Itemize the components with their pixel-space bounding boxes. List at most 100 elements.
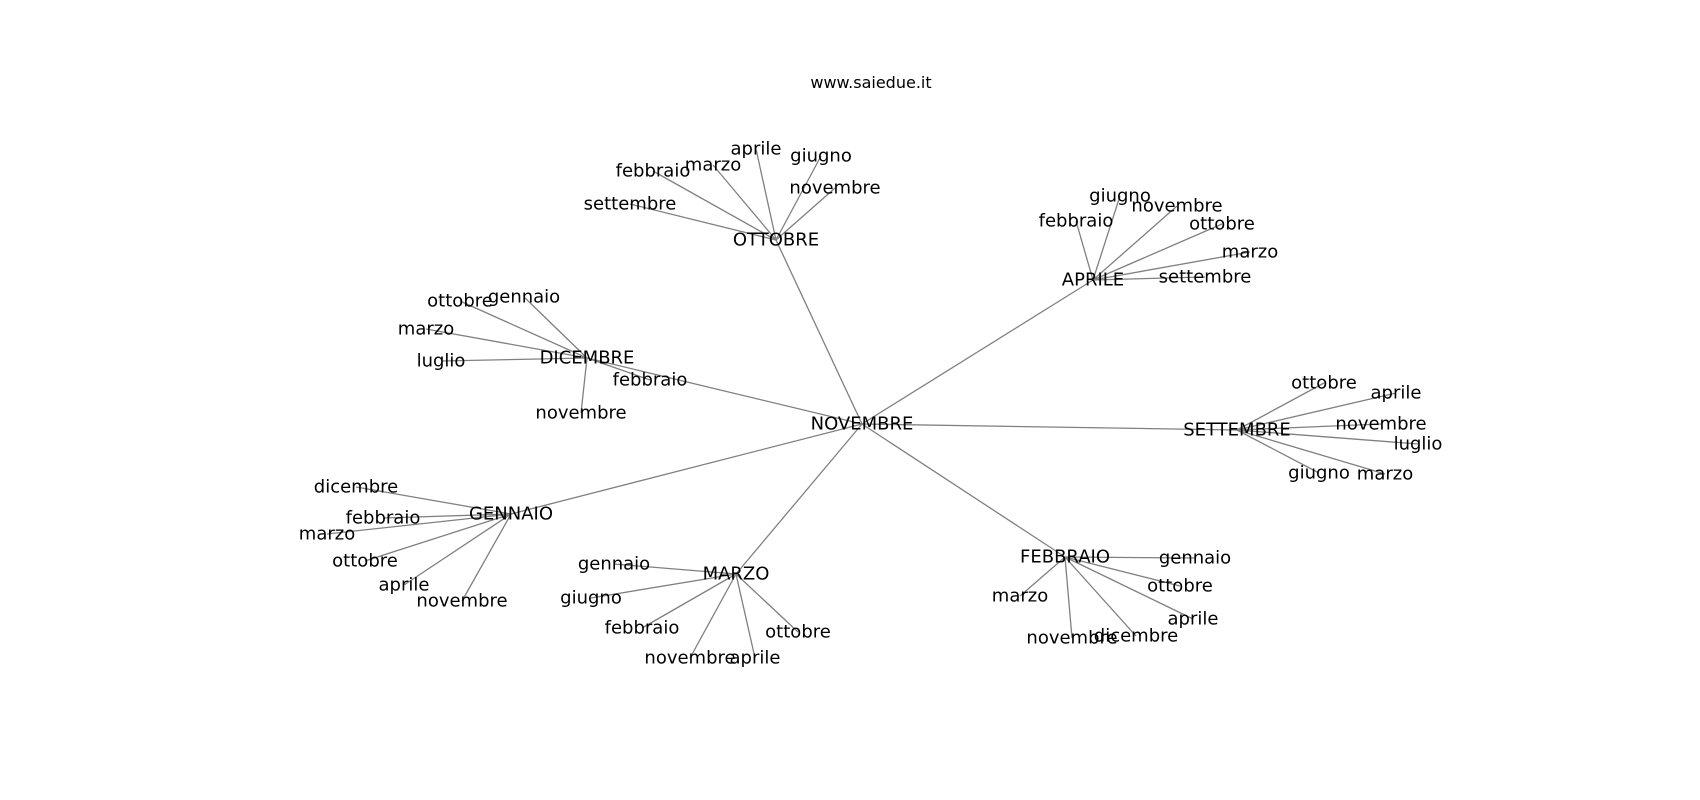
- leaf-node-settembre-aprile: aprile: [1371, 383, 1422, 404]
- leaf-node-febbraio-gennaio: gennaio: [1159, 548, 1231, 569]
- edge-marzo-febbraio: [641, 573, 737, 629]
- edge-gennaio-novembre: [461, 513, 512, 602]
- leaf-node-dicembre-gennaio: gennaio: [488, 287, 560, 308]
- edge-febbraio-aprile: [1064, 556, 1194, 620]
- edge-root-marzo: [735, 423, 863, 575]
- leaf-node-dicembre-marzo: marzo: [398, 319, 454, 340]
- leaf-node-dicembre-ottobre: ottobre: [427, 291, 493, 312]
- edge-aprile-febbraio: [1075, 220, 1094, 281]
- edge-settembre-aprile: [1236, 392, 1397, 431]
- leaf-node-settembre-ottobre: ottobre: [1291, 373, 1357, 394]
- leaf-node-febbraio-ottobre: ottobre: [1147, 576, 1213, 597]
- edge-gennaio-ottobre: [364, 513, 512, 562]
- edge-root-aprile: [861, 279, 1094, 425]
- edge-root-gennaio: [510, 423, 863, 515]
- leaf-node-aprile-marzo: marzo: [1222, 242, 1278, 263]
- edge-settembre-luglio: [1236, 429, 1419, 445]
- leaf-node-febbraio-dicembre: dicembre: [1094, 626, 1178, 647]
- leaf-node-marzo-febbraio: febbraio: [605, 618, 680, 639]
- edge-settembre-marzo: [1236, 429, 1386, 475]
- leaf-node-aprile-novembre: novembre: [1131, 196, 1222, 217]
- edge-ottobre-febbraio: [652, 170, 777, 241]
- edge-ottobre-marzo: [712, 164, 777, 241]
- edge-root-dicembre: [586, 357, 863, 425]
- edge-root-febbraio: [861, 423, 1066, 558]
- leaf-node-settembre-novembre: novembre: [1335, 414, 1426, 435]
- hub-node-aprile: APRILE: [1062, 270, 1124, 291]
- edge-marzo-gennaio: [613, 563, 737, 575]
- leaf-node-marzo-novembre: novembre: [644, 648, 735, 669]
- edge-settembre-giugno: [1236, 429, 1320, 474]
- leaf-node-settembre-luglio: luglio: [1394, 434, 1443, 455]
- leaf-node-marzo-giugno: giugno: [560, 588, 622, 609]
- edge-marzo-giugno: [590, 573, 737, 599]
- edge-dicembre-novembre: [580, 357, 588, 414]
- edge-marzo-novembre: [689, 573, 737, 659]
- leaf-node-gennaio-aprile: aprile: [379, 575, 430, 596]
- edge-ottobre-novembre: [775, 187, 836, 241]
- leaf-node-ottobre-settembre: settembre: [584, 194, 677, 215]
- edge-dicembre-luglio: [440, 357, 588, 362]
- edge-dicembre-ottobre: [459, 300, 588, 359]
- edge-gennaio-dicembre: [355, 486, 512, 515]
- edge-febbraio-gennaio: [1064, 556, 1196, 559]
- hub-node-dicembre: DICEMBRE: [540, 348, 635, 369]
- leaf-node-gennaio-marzo: marzo: [299, 524, 355, 545]
- leaf-node-ottobre-aprile: aprile: [731, 139, 782, 160]
- edge-aprile-novembre: [1092, 205, 1178, 281]
- leaf-node-ottobre-febbraio: febbraio: [616, 161, 691, 182]
- leaf-node-gennaio-febbraio: febbraio: [346, 508, 421, 529]
- edges-layer: [326, 148, 1419, 659]
- leaf-node-marzo-gennaio: gennaio: [578, 554, 650, 575]
- edge-gennaio-aprile: [403, 513, 512, 586]
- leaf-node-ottobre-novembre: novembre: [789, 178, 880, 199]
- hub-node-febbraio: FEBBRAIO: [1020, 547, 1110, 568]
- edge-gennaio-febbraio: [382, 513, 512, 519]
- leaf-node-aprile-ottobre: ottobre: [1189, 214, 1255, 235]
- edge-ottobre-giugno: [775, 155, 822, 241]
- leaf-node-febbraio-aprile: aprile: [1168, 609, 1219, 630]
- edge-aprile-giugno: [1092, 195, 1121, 281]
- edge-dicembre-gennaio: [523, 296, 588, 359]
- leaf-node-ottobre-marzo: marzo: [685, 155, 741, 176]
- hub-node-marzo: MARZO: [703, 564, 770, 585]
- leaf-node-settembre-giugno: giugno: [1288, 463, 1350, 484]
- edge-ottobre-settembre: [629, 203, 777, 241]
- leaf-node-marzo-ottobre: ottobre: [765, 622, 831, 643]
- leaf-node-dicembre-novembre: novembre: [535, 403, 626, 424]
- edge-febbraio-novembre: [1064, 556, 1073, 639]
- leaf-node-dicembre-luglio: luglio: [417, 351, 466, 372]
- hub-node-gennaio: GENNAIO: [469, 504, 553, 525]
- edge-gennaio-marzo: [326, 513, 512, 535]
- edge-aprile-marzo: [1092, 251, 1251, 281]
- edge-aprile-settembre: [1092, 276, 1206, 281]
- hub-node-ottobre: OTTOBRE: [733, 230, 819, 251]
- edge-febbraio-dicembre: [1064, 556, 1137, 637]
- leaf-node-marzo-aprile: aprile: [730, 648, 781, 669]
- leaf-node-dicembre-febbraio: febbraio: [613, 370, 688, 391]
- edge-marzo-ottobre: [735, 573, 799, 633]
- edge-febbraio-ottobre: [1064, 556, 1181, 587]
- edge-root-settembre: [861, 423, 1238, 431]
- edge-settembre-ottobre: [1236, 382, 1325, 431]
- edge-dicembre-febbraio: [586, 357, 651, 381]
- hub-node-settembre: SETTEMBRE: [1183, 420, 1291, 441]
- leaf-node-settembre-marzo: marzo: [1357, 464, 1413, 485]
- page-title: www.saiedue.it: [810, 73, 931, 92]
- edge-febbraio-marzo: [1019, 556, 1066, 597]
- leaf-node-febbraio-novembre: novembre: [1026, 628, 1117, 649]
- root-node-label: NOVEMBRE: [811, 414, 914, 435]
- leaf-node-gennaio-dicembre: dicembre: [314, 477, 398, 498]
- edge-aprile-ottobre: [1092, 223, 1223, 281]
- leaf-node-ottobre-giugno: giugno: [790, 146, 852, 167]
- edge-dicembre-marzo: [425, 328, 588, 359]
- leaf-node-gennaio-ottobre: ottobre: [332, 551, 398, 572]
- edge-ottobre-aprile: [755, 148, 777, 241]
- edge-marzo-aprile: [735, 573, 756, 659]
- edge-settembre-novembre: [1236, 423, 1382, 431]
- leaf-node-aprile-febbraio: febbraio: [1039, 211, 1114, 232]
- leaf-node-aprile-giugno: giugno: [1089, 186, 1151, 207]
- leaf-node-gennaio-novembre: novembre: [416, 591, 507, 612]
